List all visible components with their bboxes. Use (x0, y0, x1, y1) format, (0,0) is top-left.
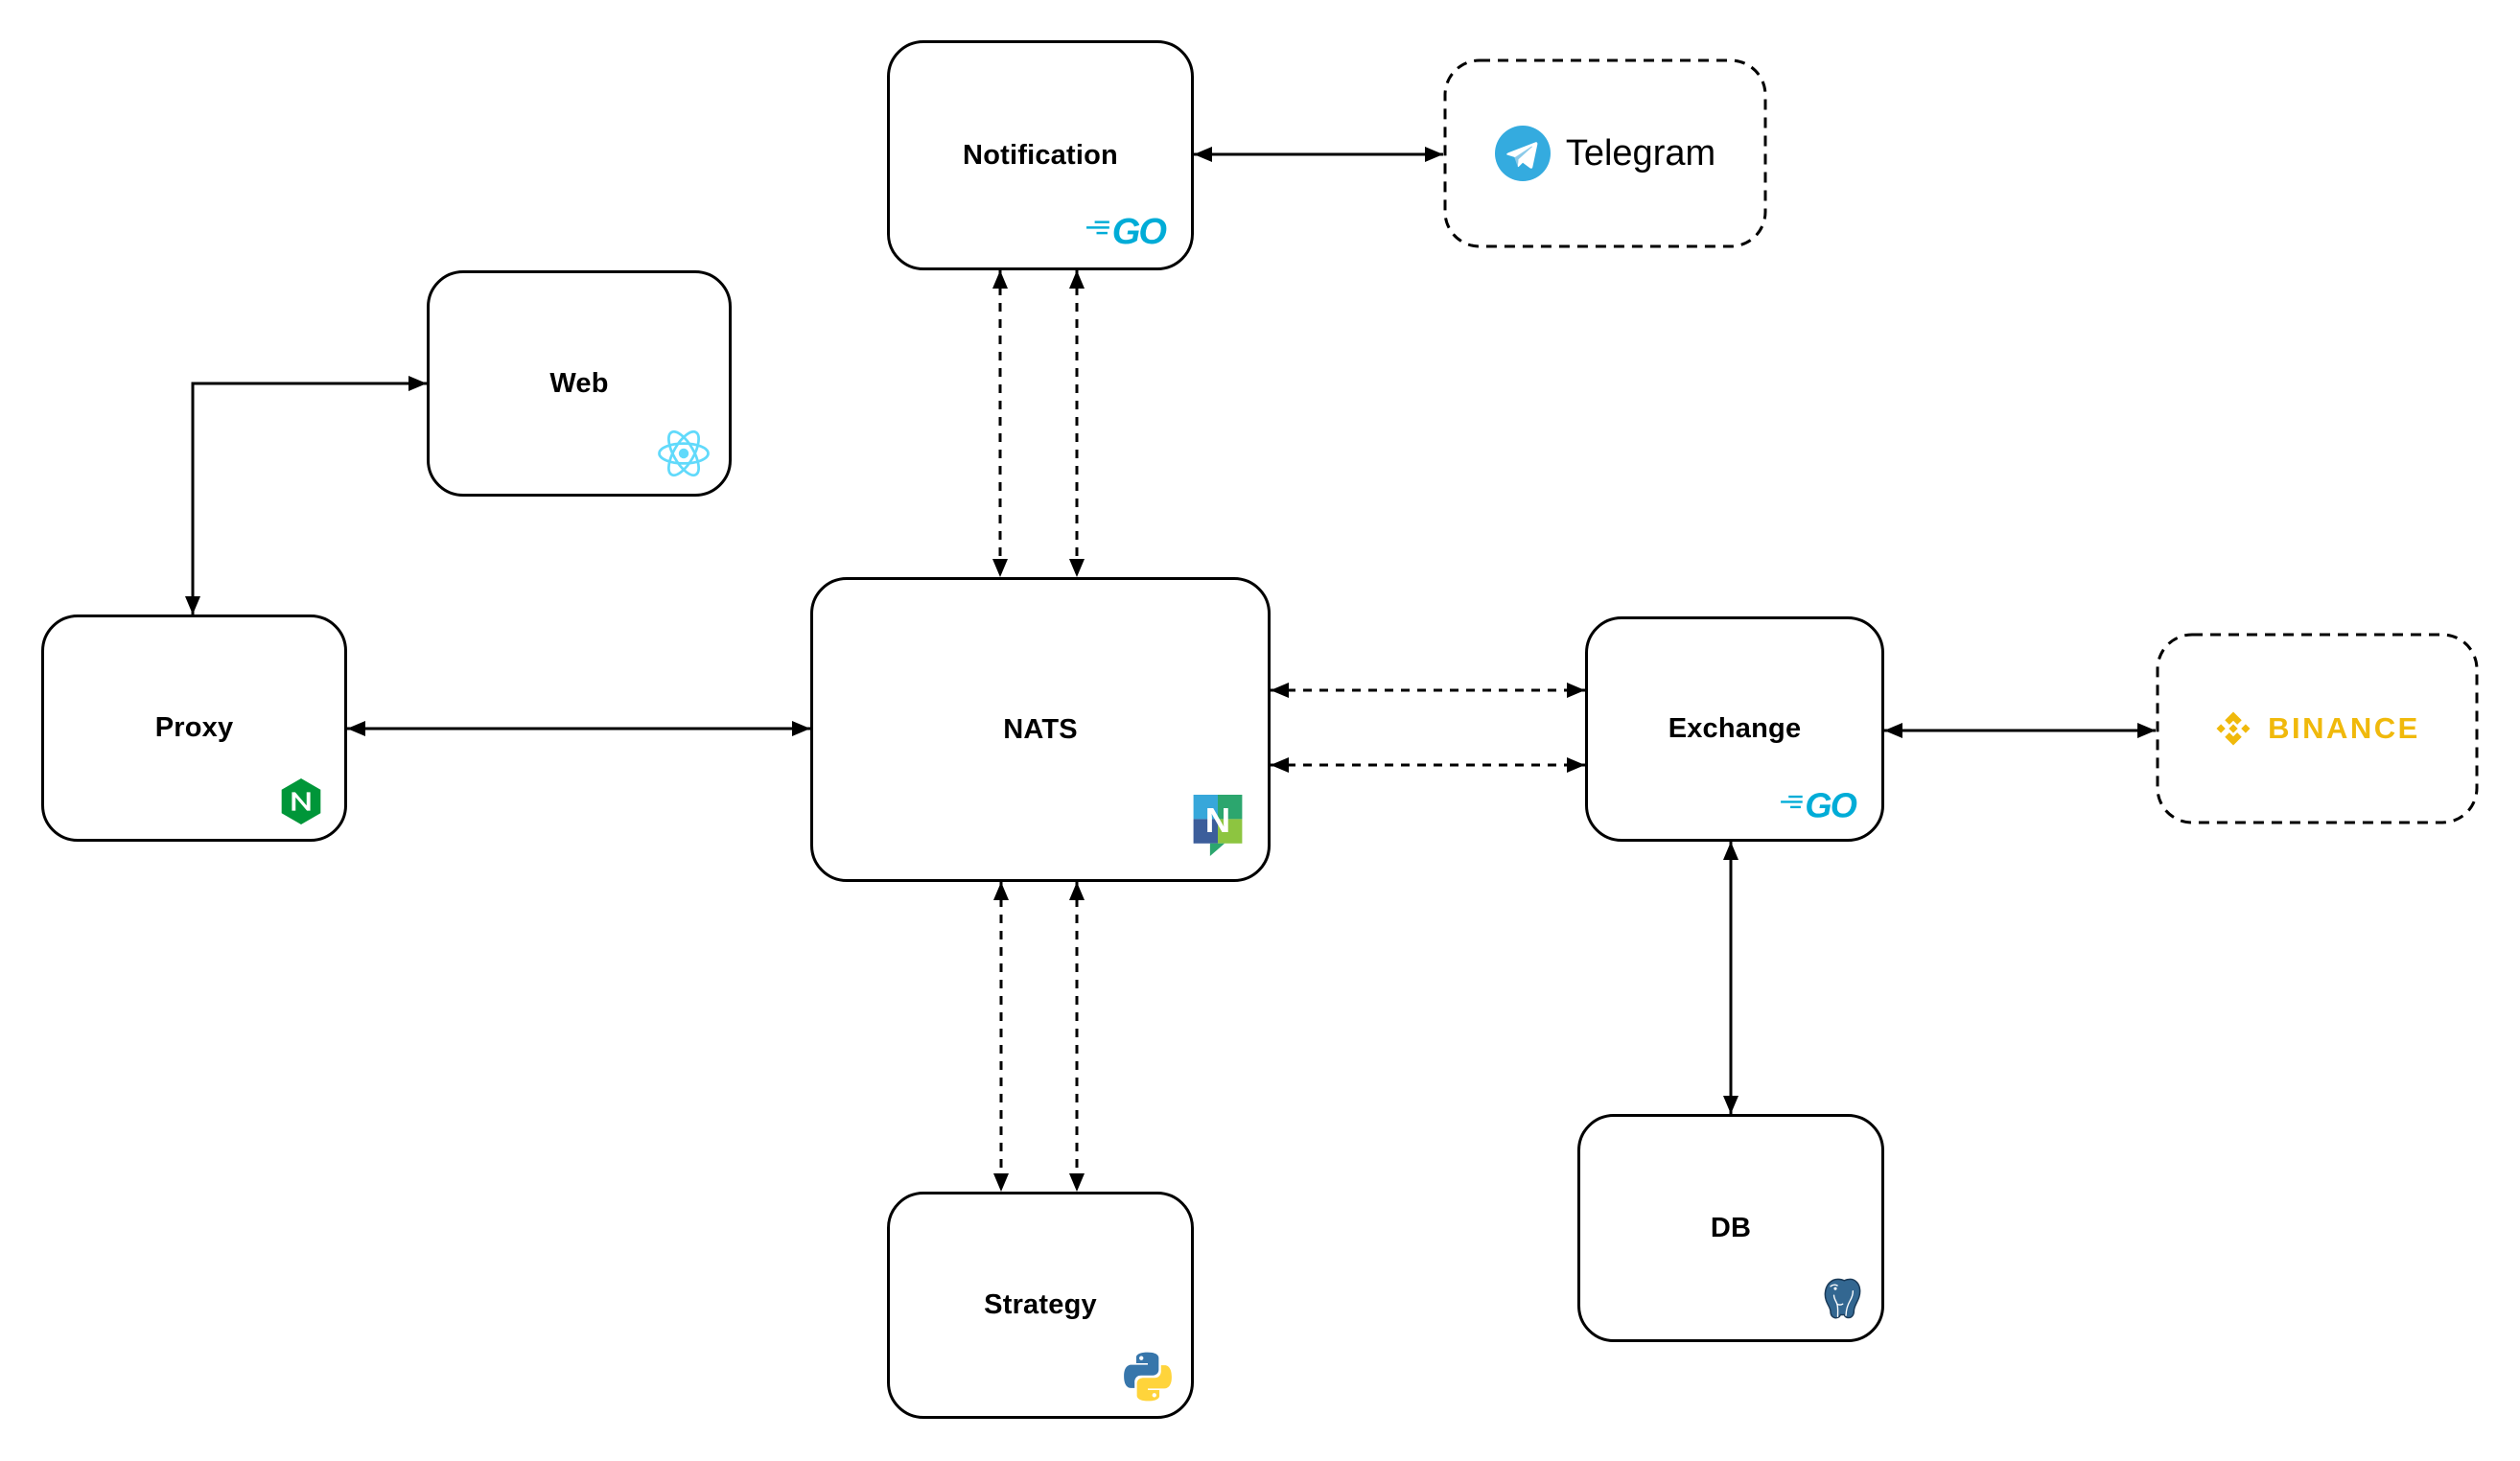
edge-web-proxy (185, 376, 427, 615)
dashed-box-border (1443, 58, 1767, 248)
node-strategy[interactable]: Strategy (887, 1192, 1194, 1419)
go-logo-icon: GO (1082, 210, 1170, 252)
node-nats-label: NATS (1003, 713, 1078, 745)
go-logo-icon: GO (1776, 785, 1860, 824)
python-icon (1120, 1349, 1176, 1404)
node-exchange[interactable]: Exchange GO (1585, 616, 1884, 842)
react-icon (656, 429, 712, 478)
node-binance-label: BINANCE (2268, 711, 2420, 745)
svg-text:N: N (1205, 800, 1230, 840)
node-telegram[interactable]: Telegram (1443, 58, 1767, 248)
node-web-label: Web (549, 367, 609, 399)
nats-logo-icon: N (1193, 795, 1243, 856)
node-db[interactable]: DB (1577, 1114, 1884, 1342)
postgresql-icon (1816, 1276, 1864, 1324)
telegram-icon (1494, 126, 1551, 181)
node-binance[interactable]: BINANCE (2156, 633, 2479, 824)
node-notification[interactable]: Notification GO (887, 40, 1194, 270)
node-strategy-label: Strategy (984, 1289, 1097, 1320)
node-telegram-label: Telegram (1565, 132, 1716, 174)
binance-logo-icon (2214, 709, 2252, 748)
node-web[interactable]: Web (427, 270, 732, 497)
dashed-box-border (2156, 633, 2479, 824)
node-proxy[interactable]: Proxy (41, 615, 347, 842)
svg-text:GO: GO (1805, 785, 1856, 822)
node-nats[interactable]: NATS N (810, 577, 1271, 882)
node-notification-label: Notification (963, 139, 1118, 171)
nginx-icon (279, 777, 323, 825)
node-db-label: DB (1710, 1212, 1752, 1243)
node-exchange-label: Exchange (1668, 713, 1802, 744)
node-proxy-label: Proxy (154, 712, 234, 743)
svg-text:GO: GO (1112, 212, 1167, 248)
